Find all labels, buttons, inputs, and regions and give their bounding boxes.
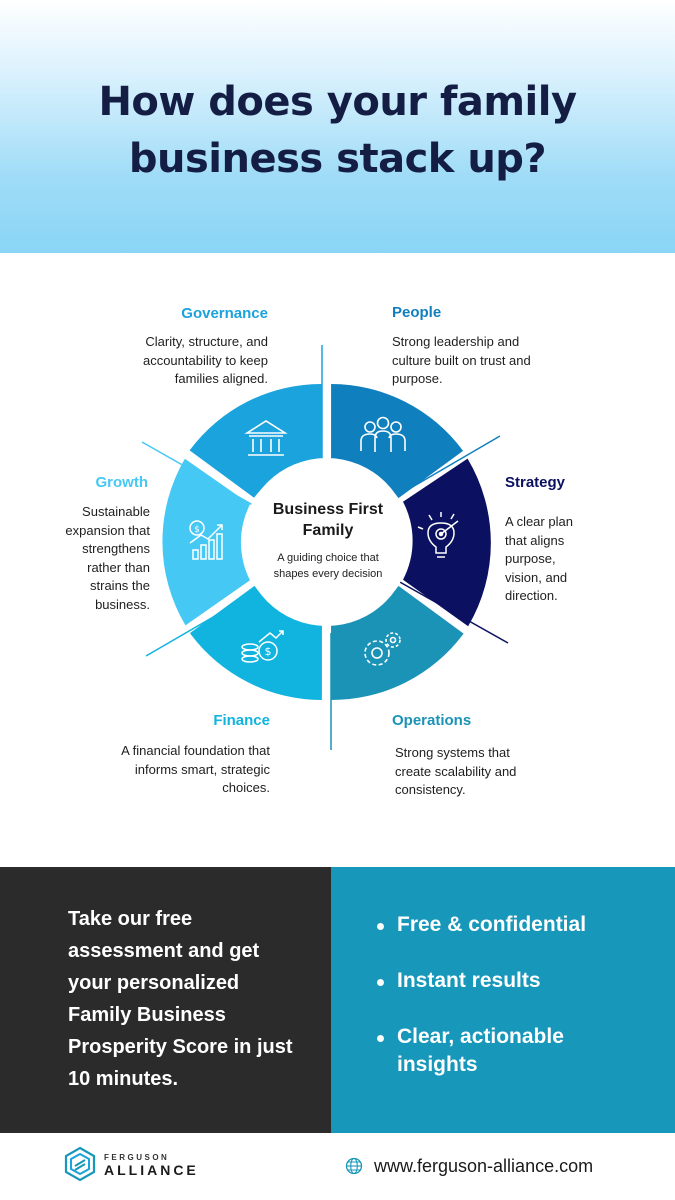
pillars-wheel: $ $ [141, 345, 509, 750]
logo-wordmark-top: FERGUSON [104, 1153, 170, 1162]
pillar-desc-growth: Sustainable expansion that strengthens r… [65, 504, 150, 612]
hero-header: How does your family business stack up? [0, 0, 675, 253]
growth-chart-icon: $ [189, 520, 223, 560]
globe-icon [345, 1157, 363, 1175]
pillar-title-growth: Growth [95, 474, 149, 491]
pillar-desc-people: Strong leadership and culture built on t… [392, 334, 531, 386]
pillar-desc-finance: A financial foundation that informs smar… [121, 743, 270, 795]
center-subtitle: A guiding choice that shapes every decis… [273, 552, 383, 580]
svg-text:$: $ [265, 645, 272, 658]
center-disc [242, 458, 411, 626]
page-title: How does your family business stack up? [98, 79, 577, 182]
cta-panel: Take our free assessment and get your pe… [0, 867, 331, 1133]
segment-strategy [403, 458, 491, 627]
people-group-icon [360, 416, 406, 452]
pillar-desc-governance: Clarity, structure, and accountability t… [142, 334, 268, 386]
segment-growth [162, 458, 250, 626]
logo-wordmark: ALLIANCE [104, 1162, 199, 1178]
benefit-item: Instant results [375, 967, 635, 995]
pillar-title-operations: Operations [392, 712, 472, 729]
center-title: Business First Family [272, 501, 384, 539]
footer: FERGUSON ALLIANCE www.ferguson-alliance.… [0, 1133, 675, 1200]
svg-text:$: $ [194, 525, 200, 535]
website-link[interactable]: www.ferguson-alliance.com [374, 1156, 594, 1176]
cta-text: Take our free assessment and get your pe… [68, 908, 293, 1090]
ferguson-alliance-logo-icon [64, 1146, 96, 1182]
pillar-title-governance: Governance [181, 305, 268, 322]
benefits-list: Free & confidential Instant results Clea… [375, 911, 635, 1107]
pillar-desc-strategy: A clear plan that aligns purpose, vision… [505, 514, 573, 603]
pillar-title-people: People [392, 304, 442, 321]
building-columns-icon [244, 420, 288, 456]
pillar-title-strategy: Strategy [505, 474, 566, 491]
benefit-item: Free & confidential [375, 911, 635, 939]
pillar-desc-operations: Strong systems that create scalability a… [395, 745, 517, 797]
benefits-panel: Free & confidential Instant results Clea… [331, 867, 675, 1133]
lightbulb-target-icon [417, 512, 459, 558]
money-coins-icon: $ [241, 630, 284, 663]
pillars-wheel-section: $ $ Governance Clarity, structure, and a… [0, 253, 675, 867]
benefit-item: Clear, actionable insights [375, 1023, 635, 1079]
pillar-title-finance: Finance [213, 712, 270, 729]
gears-icon [364, 632, 401, 666]
